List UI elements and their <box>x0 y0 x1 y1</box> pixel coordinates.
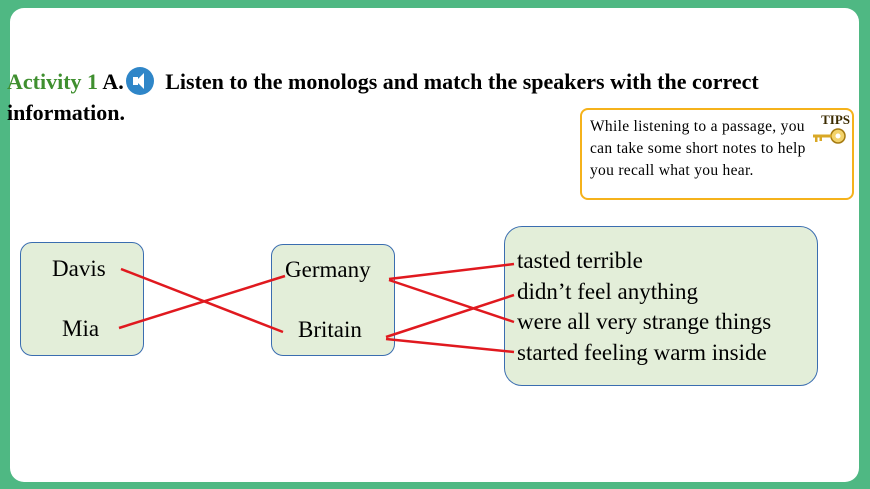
country-germany: Germany <box>285 257 371 282</box>
activity-part: A. <box>102 69 124 94</box>
match-line-mia-germany <box>118 274 286 330</box>
speakers-box <box>20 242 144 356</box>
feeling-item: were all very strange things <box>517 309 772 334</box>
match-line-britain-warm <box>385 337 515 354</box>
feeling-item: tasted terrible <box>517 248 643 273</box>
match-line-davis-britain <box>120 267 284 334</box>
country-britain: Britain <box>298 317 362 342</box>
key-icon <box>813 128 846 144</box>
feeling-item: started feeling warm inside <box>517 340 767 365</box>
speaker-mia: Mia <box>62 316 100 341</box>
activity-number: Activity 1 <box>7 69 99 94</box>
match-line-germany-strange <box>388 278 515 324</box>
feelings-box <box>504 226 818 386</box>
match-line-germany-tasted <box>388 262 515 281</box>
tips-text: While listening to a passage, you can ta… <box>590 118 806 179</box>
match-line-britain-nothing <box>385 293 515 339</box>
speaker-davis: Davis <box>52 256 106 281</box>
speaker-audio-icon[interactable] <box>125 67 154 95</box>
feeling-item: didn’t feel anything <box>517 279 698 304</box>
activity-heading: Activity 1 A. Listen to the monologs and… <box>7 66 807 128</box>
tips-badge-label: TIPS <box>821 112 850 127</box>
activity-instruction: Listen to the monologs and match the spe… <box>7 69 759 125</box>
tips-box: While listening to a passage, you can ta… <box>580 108 854 200</box>
countries-box <box>271 244 395 356</box>
